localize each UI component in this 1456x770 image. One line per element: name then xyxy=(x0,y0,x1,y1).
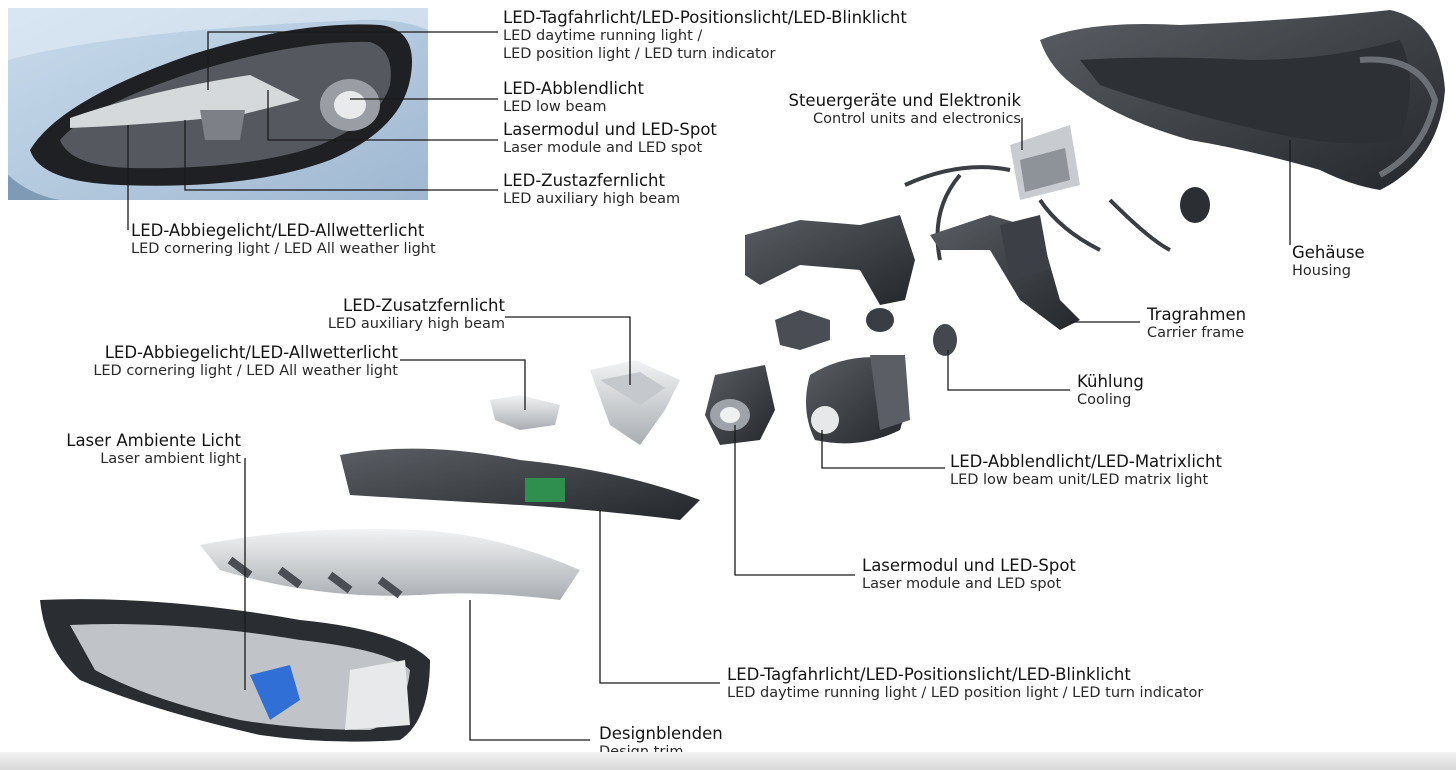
leader-corner-mid xyxy=(400,359,526,410)
label-control: Steuergeräte und Elektronik Control unit… xyxy=(770,91,1021,129)
drl-frame-part xyxy=(340,448,700,520)
label-control-de: Steuergeräte und Elektronik xyxy=(788,91,1021,110)
label-corner-mid: LED-Abbiegelicht/LED-Allwetterlicht LED … xyxy=(40,343,398,381)
label-aux-mid-de: LED-Zusatzfernlicht xyxy=(343,296,505,315)
bracket-part xyxy=(745,215,915,305)
label-carrier: Tragrahmen Carrier frame xyxy=(1147,305,1246,343)
label-ambient: Laser Ambiente Licht Laser ambient light xyxy=(40,431,241,469)
design-trim-part xyxy=(200,529,580,600)
label-corner-top-de: LED-Abbiegelicht/LED-Allwetterlicht xyxy=(131,221,425,240)
label-housing-de: Gehäuse xyxy=(1292,243,1365,262)
label-cooling: Kühlung Cooling xyxy=(1077,372,1144,410)
label-drl-top-de: LED-Tagfahrlicht/LED-Positionslicht/LED-… xyxy=(503,8,907,27)
front-lens-frame-part xyxy=(40,599,430,742)
label-aux-mid: LED-Zusatzfernlicht LED auxiliary high b… xyxy=(300,296,505,334)
housing-part xyxy=(1040,10,1445,190)
control-unit-part xyxy=(904,125,1210,261)
label-corner-top-en: LED cornering light / LED All weather li… xyxy=(131,241,436,258)
label-housing: Gehäuse Housing xyxy=(1292,243,1365,281)
label-aux-top: LED-Zustazfernlicht LED auxiliary high b… xyxy=(503,171,680,209)
car-headlight-photo xyxy=(8,8,428,200)
label-drl-bot-en: LED daytime running light / LED position… xyxy=(727,685,1204,702)
label-laser-top-de: Lasermodul und LED-Spot xyxy=(503,120,717,139)
label-cooling-en: Cooling xyxy=(1077,392,1132,409)
label-aux-mid-en: LED auxiliary high beam xyxy=(327,316,505,333)
leader-laser-bot xyxy=(734,425,855,576)
aux-high-beam-part xyxy=(590,360,680,445)
label-corner-mid-en: LED cornering light / LED All weather li… xyxy=(93,363,398,380)
label-drl-bot: LED-Tagfahrlicht/LED-Positionslicht/LED-… xyxy=(727,665,1203,703)
label-corner-top: LED-Abbiegelicht/LED-Allwetterlicht LED … xyxy=(131,221,436,259)
label-drl-top: LED-Tagfahrlicht/LED-Positionslicht/LED-… xyxy=(503,8,907,64)
label-low-beam-top-de: LED-Abblendlicht xyxy=(503,79,644,98)
label-carrier-de: Tragrahmen xyxy=(1147,305,1247,324)
label-aux-top-en: LED auxiliary high beam xyxy=(503,191,681,208)
leader-laser-top xyxy=(267,90,498,141)
cooling-part xyxy=(775,308,957,356)
leader-aux-mid xyxy=(505,316,631,385)
matrix-module-part xyxy=(806,355,910,444)
label-drl-top-en2: LED position light / LED turn indicator xyxy=(503,45,776,62)
label-low-beam-top-en: LED low beam xyxy=(503,99,607,116)
label-drl-bot-de: LED-Tagfahrlicht/LED-Positionslicht/LED-… xyxy=(727,665,1131,684)
label-matrix: LED-Abblendlicht/LED-Matrixlicht LED low… xyxy=(950,452,1222,490)
label-ambient-de: Laser Ambiente Licht xyxy=(66,431,241,450)
label-aux-top-de: LED-Zustazfernlicht xyxy=(503,171,665,190)
label-control-en: Control units and electronics xyxy=(813,111,1021,128)
label-laser-bot: Lasermodul und LED-Spot Laser module and… xyxy=(862,556,1076,594)
label-low-beam-top: LED-Abblendlicht LED low beam xyxy=(503,79,644,117)
leader-cooling xyxy=(947,350,1070,391)
label-cooling-de: Kühlung xyxy=(1077,372,1144,391)
label-laser-bot-de: Lasermodul und LED-Spot xyxy=(862,556,1076,575)
leader-trim xyxy=(469,600,590,741)
label-laser-bot-en: Laser module and LED spot xyxy=(862,576,1062,593)
label-matrix-en: LED low beam unit/LED matrix light xyxy=(950,472,1209,489)
label-matrix-de: LED-Abblendlicht/LED-Matrixlicht xyxy=(950,452,1222,471)
label-laser-top: Lasermodul und LED-Spot Laser module and… xyxy=(503,120,717,158)
leader-drl-top xyxy=(207,31,498,90)
label-laser-top-en: Laser module and LED spot xyxy=(503,140,703,157)
label-housing-en: Housing xyxy=(1292,263,1351,280)
carrier-frame-part xyxy=(930,215,1080,330)
label-trim-de: Designblenden xyxy=(599,724,723,743)
label-corner-mid-de: LED-Abbiegelicht/LED-Allwetterlicht xyxy=(104,343,398,362)
leader-matrix xyxy=(821,430,945,469)
bottom-shadow-bar xyxy=(0,752,1456,770)
leader-drl-bot xyxy=(599,510,720,684)
cornering-light-part xyxy=(490,395,560,430)
label-ambient-en: Laser ambient light xyxy=(100,451,241,468)
laser-module-part xyxy=(705,365,775,445)
label-carrier-en: Carrier frame xyxy=(1147,325,1245,342)
label-drl-top-en1: LED daytime running light / xyxy=(503,28,703,45)
leader-aux-top xyxy=(184,120,498,191)
